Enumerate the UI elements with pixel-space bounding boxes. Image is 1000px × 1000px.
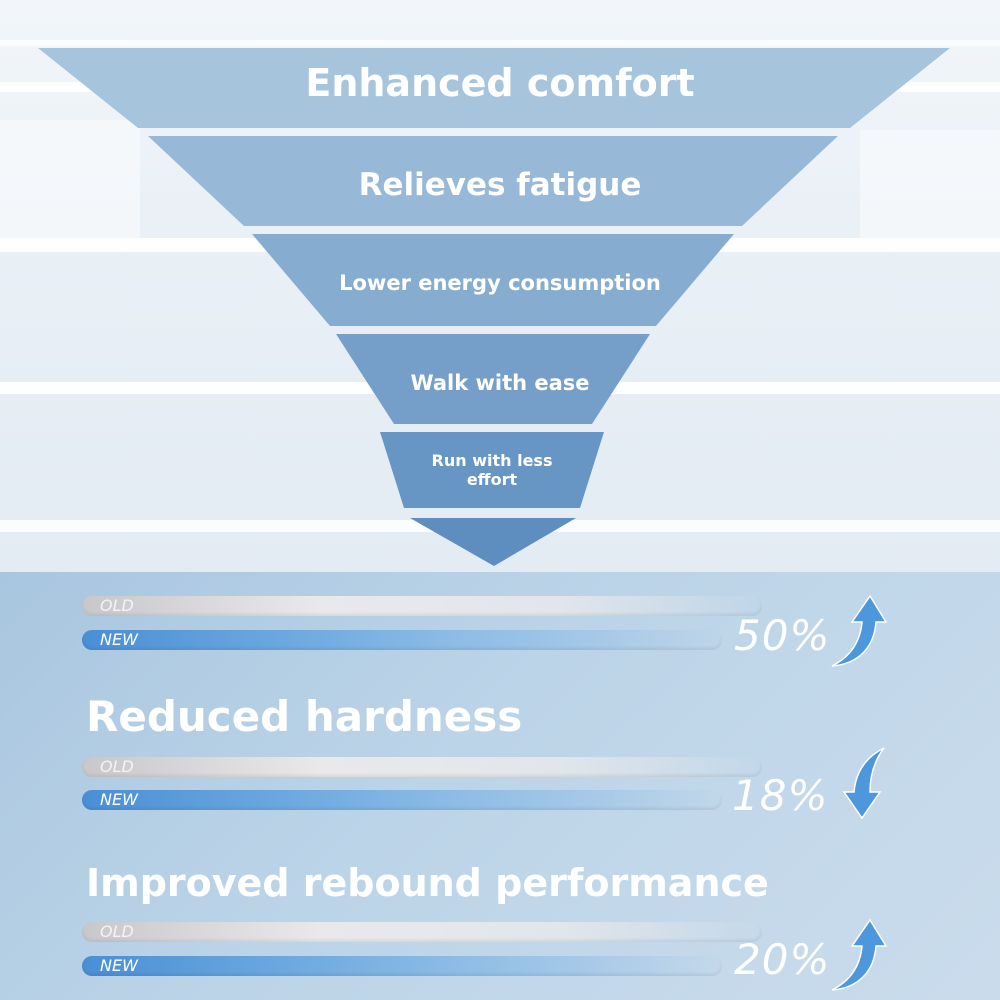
- percent-value: 20%: [734, 935, 831, 984]
- funnel-level-1-label: Enhanced comfort: [305, 61, 695, 105]
- new-bar-label: NEW: [100, 790, 138, 809]
- old-bar: OLD: [82, 596, 762, 616]
- new-bar-label: NEW: [100, 956, 138, 975]
- funnel-level-5-label: Run with less effort: [431, 451, 553, 489]
- funnel-graphic: [38, 48, 950, 566]
- funnel-level-1: [38, 48, 950, 128]
- new-bar: NEW: [82, 790, 722, 810]
- section-title: Improved rebound performance: [86, 861, 769, 905]
- funnel-level-5: [380, 432, 604, 508]
- comparison-row: OLD NEW 18%: [0, 742, 1000, 842]
- old-bar-label: OLD: [100, 596, 134, 615]
- funnel-level-3-label: Lower energy consumption: [339, 271, 661, 295]
- funnel-level-2-label: Relieves fatigue: [358, 167, 642, 203]
- comparison-section: OLD NEW 50% Reduced hardness OLD NEW 18%…: [0, 572, 1000, 1000]
- new-bar: NEW: [82, 956, 722, 976]
- background-haze: [0, 120, 140, 240]
- funnel-level-2: [148, 136, 838, 226]
- funnel-level-4: [336, 334, 650, 424]
- old-bar-label: OLD: [100, 922, 134, 941]
- comparison-row: OLD NEW 50%: [0, 572, 1000, 702]
- arrow-up-icon: [831, 918, 888, 991]
- comparison-row: OLD NEW 20%: [0, 908, 1000, 1000]
- funnel-section: Enhanced comfort Relieves fatigue Lower …: [0, 0, 1000, 572]
- arrow-up-icon: [831, 594, 888, 667]
- old-bar: OLD: [82, 922, 762, 942]
- new-bar-label: NEW: [100, 630, 138, 649]
- funnel-level-4-label: Walk with ease: [410, 371, 590, 395]
- light-streak: [0, 40, 1000, 46]
- new-bar: NEW: [82, 630, 722, 650]
- percent-value: 50%: [734, 611, 831, 660]
- funnel-level-3: [252, 234, 734, 326]
- percent-value: 18%: [732, 771, 829, 820]
- old-bar: OLD: [82, 757, 762, 777]
- background-haze: [860, 130, 1000, 240]
- funnel-tip: [410, 518, 576, 566]
- old-bar-label: OLD: [100, 757, 134, 776]
- arrow-down-icon: [842, 747, 885, 820]
- section-title: Reduced hardness: [86, 692, 523, 741]
